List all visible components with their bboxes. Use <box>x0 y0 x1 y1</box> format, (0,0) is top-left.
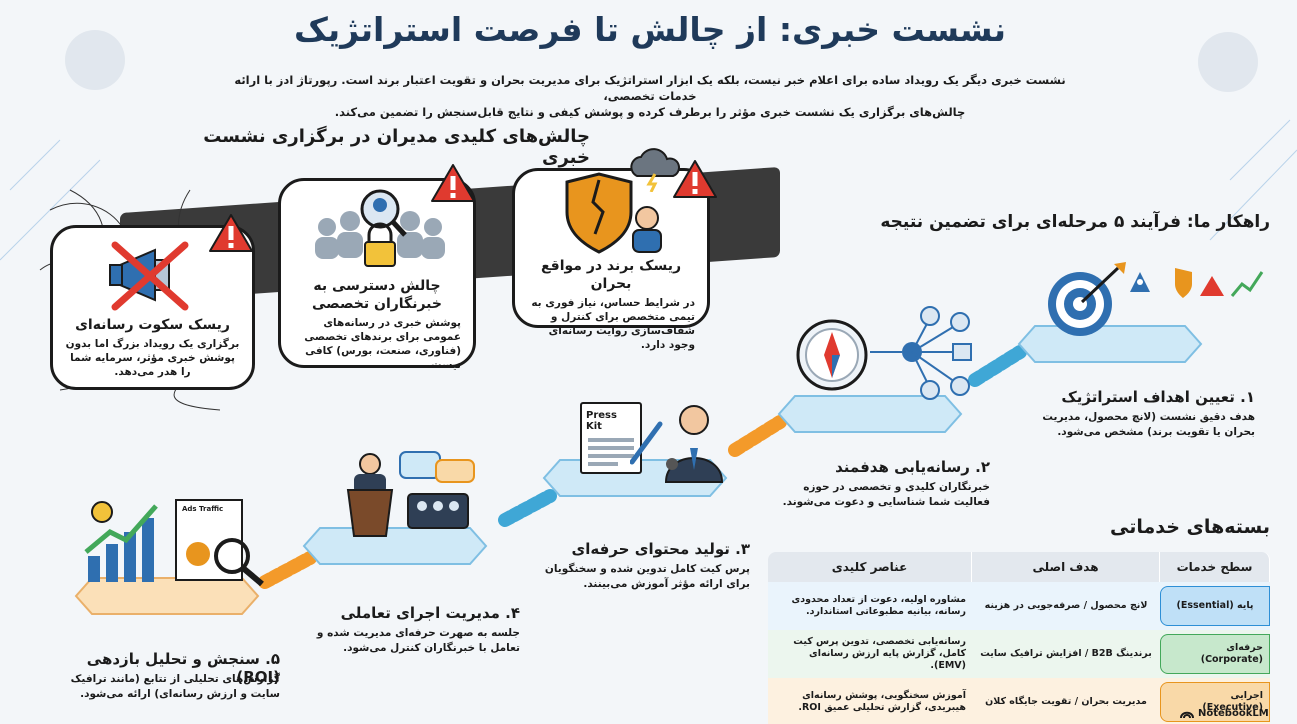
table-row: پایه (Essential) لانچ محصول / صرفه‌جویی … <box>768 582 1270 630</box>
challenge-title: ریسک سکوت رسانه‌ای <box>75 317 230 333</box>
table-row: اجرایی (Executive) مدیریت بحران / تقویت … <box>768 678 1270 724</box>
table-header-row: سطح خدمات هدف اصلی عناصر کلیدی <box>768 552 1270 582</box>
step-2-text: خبرنگاران کلیدی و تخصصی در حوزه فعالیت ش… <box>782 481 990 508</box>
step-5-title: ۵. سنجش و تحلیل بازدهی (ROI) <box>86 650 280 686</box>
locked-journalists-icon <box>315 189 445 267</box>
challenges-title: چالش‌های کلیدی مدیران در برگزاری نشست خب… <box>203 126 590 168</box>
broken-shield-icon <box>565 172 662 254</box>
header-goal: هدف اصلی <box>972 552 1160 582</box>
strategy-icons <box>1130 268 1264 298</box>
warning-icon <box>673 160 717 198</box>
header-elements: عناصر کلیدی <box>768 552 972 582</box>
step-1-platform <box>1017 325 1203 363</box>
challenge-text: برگزاری یک رویداد بزرگ اما بدون پوشش خبر… <box>65 338 240 378</box>
step-5-text: گزارش‌های تحلیلی از تتابع (مانند ترافیک … <box>70 673 280 700</box>
storm-cloud-icon <box>630 148 680 192</box>
challenge-title: چالش دسترسی به خبرنگاران تخصصی <box>312 278 442 312</box>
goal-cell: برندینگ B2B / افزایش ترافیک سایت <box>980 648 1152 659</box>
target-icon <box>1048 262 1126 336</box>
goal-cell: لانچ محصول / صرفه‌جویی در هزینه <box>984 600 1148 611</box>
tier-executive: اجرایی (Executive) <box>1160 682 1270 722</box>
muted-megaphone-icon <box>109 241 189 311</box>
intro-line-1: نشست خبری دیگر یک رویداد ساده برای اعلام… <box>234 73 1066 103</box>
rocket-icon <box>1130 272 1150 292</box>
challenge-text: در شرایط حساس، نیاز فوری به تیمی متخصص ب… <box>531 297 695 351</box>
challenge-text: پوشش خبری در رسانه‌های عمومی برای برندها… <box>304 317 461 371</box>
step-4-platform <box>302 527 488 565</box>
warning-icon <box>431 164 475 202</box>
challenge-title: ریسک برند در مواقع بحران <box>540 258 682 292</box>
brand-label: NotebookLM <box>1198 707 1269 719</box>
brand-badge: NotebookLM <box>1180 704 1290 722</box>
goal-cell: مدیریت بحران / تقویت جایگاه کلان <box>985 696 1147 707</box>
press-kit-label: Press Kit <box>586 410 617 432</box>
elements-cell: رسانه‌یابی تخصصی، تدوین پرس کیت کامل، گز… <box>793 636 966 671</box>
compass-network-icon <box>796 306 972 400</box>
intro-line-2: چالش‌های برگزاری یک نشست خبری مؤثر را بر… <box>334 105 966 119</box>
step-3-title: ۳. تولید محتوای حرفه‌ای <box>571 540 750 558</box>
challenge-card-journalist-access: چالش دسترسی به خبرنگاران تخصصی پوشش خبری… <box>278 178 476 371</box>
shield-person-icon <box>1175 268 1192 298</box>
step-4-title: ۴. مدیریت اجرای تعاملی <box>340 604 520 622</box>
step-2-platform <box>777 395 963 433</box>
roi-chart-icon <box>84 499 264 586</box>
intro-text: نشست خبری دیگر یک رویداد ساده برای اعلام… <box>230 72 1070 120</box>
header-tier: سطح خدمات <box>1160 552 1270 582</box>
tier-corporate: حرفه‌ای (Corporate) <box>1160 634 1270 674</box>
tier-essential: پایه (Essential) <box>1160 586 1270 626</box>
press-kit-document: Press Kit <box>580 402 642 474</box>
page-title: نشست خبری: از چالش تا فرصت استراتژیک <box>293 10 1007 49</box>
step-2-title: ۲. رسانه‌یابی هدفمند <box>835 458 990 476</box>
warning-icon <box>209 214 253 252</box>
press-conference-icon <box>346 451 475 537</box>
ads-traffic-label: Ads Traffic <box>182 505 224 513</box>
step-1-text: هدف دقیق نشست (لانچ محصول، مدیریت بحران … <box>1042 411 1255 438</box>
strategy-title: راهکار ما: فرآیند ۵ مرحله‌ای برای تضمین … <box>880 212 1270 232</box>
elements-cell: آموزش سخنگویی، پوشش رسانه‌ای هیبریدی، گز… <box>798 690 966 713</box>
step-3-text: پرس کیت کامل تدوین شده و سخنگویان برای ا… <box>544 563 750 590</box>
step-4-text: جلسه به صهرت حرفه‌ای مدیریت شده و تعامل … <box>316 627 520 654</box>
table-row: حرفه‌ای (Corporate) برندینگ B2B / افزایش… <box>768 630 1270 678</box>
notebook-logo-icon <box>1180 711 1194 719</box>
elements-cell: مشاوره اولیه، دعوت از تعداد محدودی رسانه… <box>791 594 966 617</box>
growth-chart-icon <box>1230 271 1264 297</box>
spokesperson-icon <box>630 405 724 483</box>
packages-table: سطح خدمات هدف اصلی عناصر کلیدی پایه (Ess… <box>768 552 1270 724</box>
step-1-title: ۱. تعیین اهداف استراتژیک <box>1061 388 1255 406</box>
packages-title: بسته‌های خدماتی <box>1109 516 1270 538</box>
